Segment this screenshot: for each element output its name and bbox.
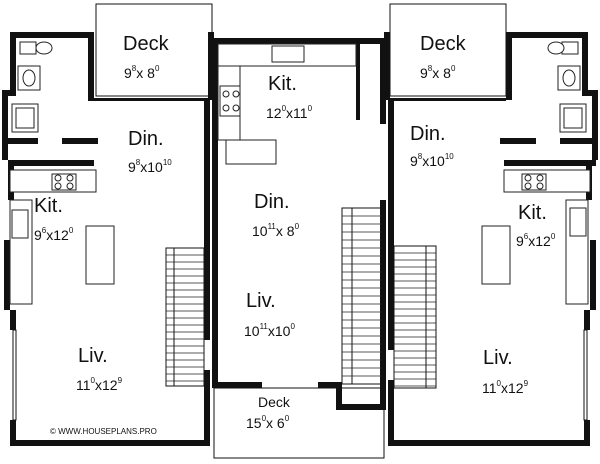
right-dining-dim: 98x1010 xyxy=(410,152,454,169)
left-dining-name: Din. xyxy=(128,128,164,150)
center-living-name: Liv. xyxy=(246,290,276,312)
left-stairs xyxy=(165,247,205,387)
left-deck-name: Deck xyxy=(123,33,170,55)
center-deck-name: Deck xyxy=(258,394,291,410)
center-deck-dim: 150x 60 xyxy=(246,414,290,431)
center-dining-name: Din. xyxy=(254,191,290,213)
right-unit-walls xyxy=(384,32,598,446)
center-deck-outline xyxy=(213,387,385,459)
center-unit-walls xyxy=(212,38,386,410)
right-deck-name: Deck xyxy=(420,33,467,55)
left-living-dim: 110x129 xyxy=(76,376,123,393)
right-stairs xyxy=(393,245,437,389)
left-dining-dim: 98x1010 xyxy=(128,158,172,175)
left-unit-walls xyxy=(2,32,214,446)
right-kitchen-fixtures xyxy=(481,169,591,305)
left-kitchen-name: Kit. xyxy=(34,195,63,217)
right-living-name: Liv. xyxy=(483,347,513,369)
center-kitchen-fixtures xyxy=(217,43,357,165)
center-kitchen-name: Kit. xyxy=(268,73,297,95)
left-living-name: Liv. xyxy=(78,345,108,367)
center-kitchen-dim: 120x110 xyxy=(266,104,313,121)
right-living-dim: 110x129 xyxy=(482,379,529,396)
right-kitchen-name: Kit. xyxy=(518,202,547,224)
right-kitchen-dim: 96x120 xyxy=(516,232,556,249)
right-deck-dim: 98x 80 xyxy=(420,64,456,81)
right-dining-name: Din. xyxy=(410,123,446,145)
right-bath-fixtures xyxy=(547,41,587,133)
center-dining-dim: 1011x 80 xyxy=(252,222,300,239)
watermark: © WWW.HOUSEPLANS.PRO xyxy=(50,427,157,436)
left-bath-fixtures xyxy=(11,41,53,133)
center-living-dim: 1011x100 xyxy=(244,322,295,339)
left-deck-dim: 98x 80 xyxy=(124,64,160,81)
left-kitchen-dim: 96x120 xyxy=(34,226,74,243)
left-kitchen-fixtures xyxy=(9,169,115,305)
